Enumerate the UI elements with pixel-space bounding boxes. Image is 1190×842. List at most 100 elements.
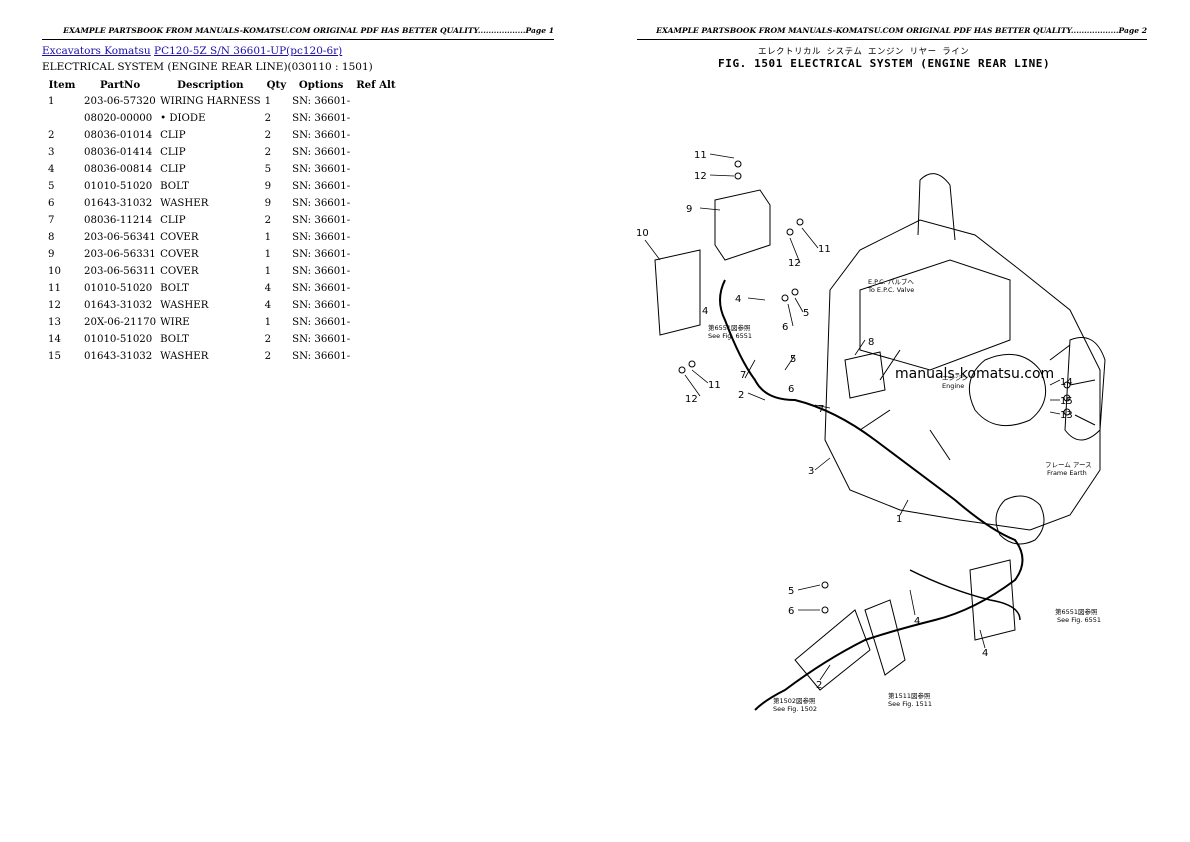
cell-ref-alt [352, 280, 399, 297]
cell-ref-alt [352, 263, 399, 280]
cell-options: SN: 36601- [292, 300, 351, 311]
note-see1511: See Fig. 1511 [888, 700, 932, 708]
callout-1: 1 [896, 514, 902, 525]
callout-3: 3 [808, 466, 814, 477]
cell-options: SN: 36601- [292, 334, 351, 345]
breadcrumb-link-category[interactable]: Excavators Komatsu [42, 45, 151, 57]
exploded-parts-diagram: 11 12 9 10 11 12 4 4 5 6 11 12 2 7 5 6 7… [636, 150, 1106, 713]
callout-9: 9 [686, 204, 692, 215]
cover-8-outline [844, 351, 886, 399]
callout-7: 7 [740, 370, 746, 381]
cell-partno: 01010-51020 [84, 283, 153, 294]
note-engine-jp: エンジン [942, 374, 968, 382]
cell-qty: 9 [264, 181, 272, 192]
bolts-and-washers [678, 160, 1071, 614]
callout-6c: 6 [788, 606, 794, 617]
cell-item: 7 [48, 215, 55, 226]
table-row: 7 08036-11214 CLIP 2 SN: 36601- [42, 212, 400, 229]
cell-item: 11 [48, 283, 61, 294]
column-header-item: Item [48, 78, 76, 91]
cell-partno: 01643-31032 [84, 300, 153, 311]
cell-partno: 20X-06-21170 [84, 317, 157, 328]
note-frame-jp: フレーム アース [1045, 461, 1092, 469]
cell-description: COVER [160, 232, 199, 243]
harness-branch [909, 569, 1021, 621]
cell-partno: 08036-11214 [84, 215, 153, 226]
callout-15: 15 [1060, 396, 1073, 407]
callout-12b: 12 [788, 258, 801, 269]
cell-qty: 2 [264, 334, 272, 345]
cell-ref-alt [352, 212, 399, 229]
cell-description: WASHER [160, 300, 209, 311]
figure-title-japanese: エレクトリカル システム エンジン リヤー ライン [758, 47, 970, 57]
callout-5b: 5 [790, 354, 796, 365]
cell-qty: 2 [264, 215, 272, 226]
parts-list-page: EXAMPLE PARTSBOOK FROM MANUALS-KOMATSU.C… [42, 26, 554, 362]
breadcrumb-link-model[interactable]: PC120-5Z S/N 36601-UP(pc120-6r) [154, 45, 343, 57]
cell-qty: 4 [264, 300, 272, 311]
cell-options: SN: 36601- [292, 215, 351, 226]
relay-bracket [864, 599, 906, 676]
cell-item: 15 [48, 351, 61, 362]
cell-qty: 1 [264, 232, 272, 243]
callout-10: 10 [636, 228, 649, 239]
figure-title: FIG. 1501 ELECTRICAL SYSTEM (ENGINE REAR… [718, 57, 1051, 70]
cell-item: 8 [48, 232, 55, 243]
cell-options: SN: 36601- [292, 96, 351, 107]
column-header-qty: Qty [266, 78, 287, 91]
cell-partno: 203-06-56341 [84, 232, 156, 243]
cell-qty: 1 [264, 249, 272, 260]
breadcrumb: Excavators Komatsu PC120-5Z S/N 36601-UP… [42, 45, 342, 57]
cell-qty: 1 [264, 317, 272, 328]
cell-qty: 2 [264, 113, 272, 124]
cell-options: SN: 36601- [292, 266, 351, 277]
cell-item: 13 [48, 317, 61, 328]
cell-options: SN: 36601- [292, 164, 351, 175]
cell-item: 5 [48, 181, 55, 192]
note-engine: Engine [942, 382, 964, 390]
cell-partno: 203-06-57320 [84, 96, 156, 107]
callout-6b: 6 [788, 384, 794, 395]
note-see1502: See Fig. 1502 [773, 705, 817, 713]
cell-qty: 5 [264, 164, 272, 175]
cell-item: 2 [48, 130, 55, 141]
cell-description: WASHER [160, 351, 209, 362]
cell-description: CLIP [160, 130, 186, 141]
cell-partno: 203-06-56311 [84, 266, 156, 277]
cell-description: COVER [160, 249, 199, 260]
cell-options: SN: 36601- [292, 232, 351, 243]
engine-block-outline [824, 173, 1106, 545]
cell-item: 4 [48, 164, 55, 175]
cell-item [42, 110, 82, 127]
cell-qty: 2 [264, 351, 272, 362]
table-header-row: Item PartNo Description Qty Options Ref … [42, 76, 400, 93]
cell-description: WIRING HARNESS [160, 96, 261, 107]
cell-ref-alt [352, 161, 399, 178]
cell-options: SN: 36601- [292, 249, 351, 260]
cell-ref-alt [352, 314, 399, 331]
cell-ref-alt [352, 297, 399, 314]
cell-description: COVER [160, 266, 199, 277]
cell-partno: 08020-00000 [84, 113, 153, 124]
note-see6551: See Fig. 6551 [708, 332, 752, 340]
cell-partno: 01643-31032 [84, 351, 153, 362]
cell-partno: 08036-01414 [84, 147, 153, 158]
cell-description: CLIP [160, 215, 186, 226]
note-see6551-jp: 第6551図参照 [708, 323, 751, 332]
callout-8: 8 [868, 337, 874, 348]
callout-4c: 4 [914, 616, 920, 627]
cell-partno: 01643-31032 [84, 198, 153, 209]
cell-ref-alt [352, 195, 399, 212]
